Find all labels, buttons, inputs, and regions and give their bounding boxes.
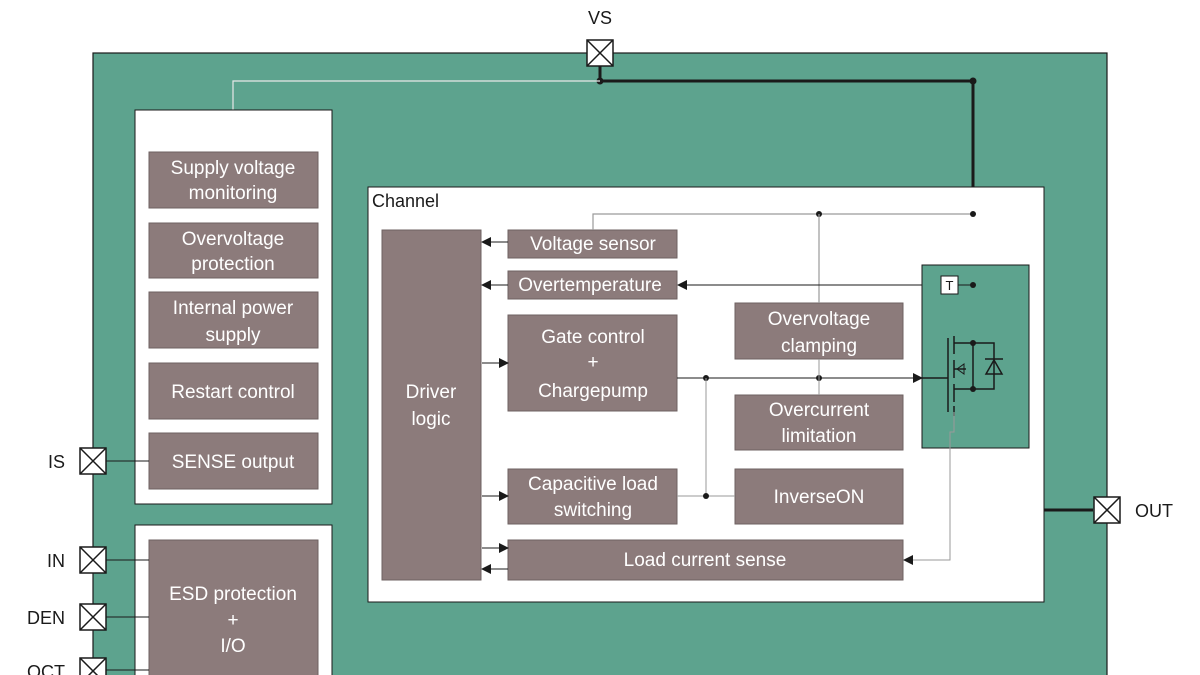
vs-pin[interactable] (586, 39, 614, 67)
mosfet-symbol (922, 336, 995, 416)
svg-text:SENSE output: SENSE output (172, 452, 295, 473)
svg-text:limitation: limitation (782, 426, 857, 447)
restart-control-block: Restart control (148, 362, 319, 420)
den-pin[interactable] (79, 603, 107, 631)
svg-text:Overvoltage: Overvoltage (768, 309, 870, 330)
svg-text:Capacitive load: Capacitive load (528, 474, 658, 495)
out-pin[interactable] (1093, 496, 1121, 524)
temp-sensor: T (940, 275, 959, 295)
supply-to-left-panel (232, 80, 600, 110)
sense-output-block: SENSE output (148, 432, 319, 490)
svg-text:Overvoltage: Overvoltage (182, 229, 284, 250)
sense-feedback-line (903, 412, 955, 565)
svg-text:Voltage sensor: Voltage sensor (530, 234, 656, 255)
svg-text:Gate control: Gate control (541, 327, 645, 348)
overvoltage-clamping-block: Overvoltage clamping (734, 302, 904, 360)
overtemperature-block: Overtemperature (507, 270, 678, 300)
svg-text:+: + (587, 352, 598, 373)
driver-logic-block: Driver logic (381, 229, 482, 581)
svg-text:Load current sense: Load current sense (624, 550, 787, 571)
svg-text:Driver: Driver (406, 382, 457, 403)
svg-text:Supply voltage: Supply voltage (171, 158, 296, 179)
svg-text:supply: supply (206, 325, 261, 346)
body-diode-icon (984, 358, 1004, 375)
is-label: IS (48, 452, 65, 472)
svg-text:clamping: clamping (781, 336, 857, 357)
svg-text:monitoring: monitoring (189, 183, 278, 204)
internal-power-supply-block: Internal power supply (148, 291, 319, 349)
den-label: DEN (27, 608, 65, 628)
svg-text:ESD protection: ESD protection (169, 584, 297, 605)
out-label: OUT (1135, 501, 1173, 521)
load-current-sense-block: Load current sense (507, 539, 904, 581)
oct-pin[interactable] (79, 657, 107, 675)
in-label: IN (47, 551, 65, 571)
svg-text:InverseON: InverseON (774, 487, 865, 508)
esd-protection-block: ESD protection + I/O (148, 539, 319, 675)
inverse-on-block: InverseON (734, 468, 904, 525)
svg-text:protection: protection (191, 254, 274, 275)
svg-text:switching: switching (554, 500, 632, 521)
svg-text:Overtemperature: Overtemperature (518, 275, 662, 296)
in-pin[interactable] (79, 546, 107, 574)
svg-text:I/O: I/O (220, 636, 245, 657)
power-mosfet-box (921, 264, 1030, 449)
overcurrent-limitation-block: Overcurrent limitation (734, 394, 904, 451)
svg-text:T: T (946, 278, 954, 293)
is-pin[interactable] (79, 447, 107, 475)
capacitive-load-switching-block: Capacitive load switching (507, 468, 678, 525)
svg-text:Internal power: Internal power (173, 298, 294, 319)
voltage-sensor-block: Voltage sensor (507, 229, 678, 259)
oct-label: OCT (27, 662, 65, 675)
supply-voltage-monitoring-block: Supply voltage monitoring (148, 151, 319, 209)
svg-text:Restart control: Restart control (171, 382, 295, 403)
mosfet-arrow (956, 363, 965, 375)
channel-title: Channel (372, 191, 439, 211)
vs-label: VS (588, 8, 612, 28)
svg-text:+: + (227, 610, 238, 631)
svg-text:Chargepump: Chargepump (538, 381, 648, 402)
gate-control-block: Gate control + Chargepump (507, 314, 678, 412)
overvoltage-protection-block: Overvoltage protection (148, 222, 319, 279)
svg-text:logic: logic (411, 409, 450, 430)
voltage-sensor-feed (592, 213, 973, 230)
svg-text:Overcurrent: Overcurrent (769, 400, 870, 421)
